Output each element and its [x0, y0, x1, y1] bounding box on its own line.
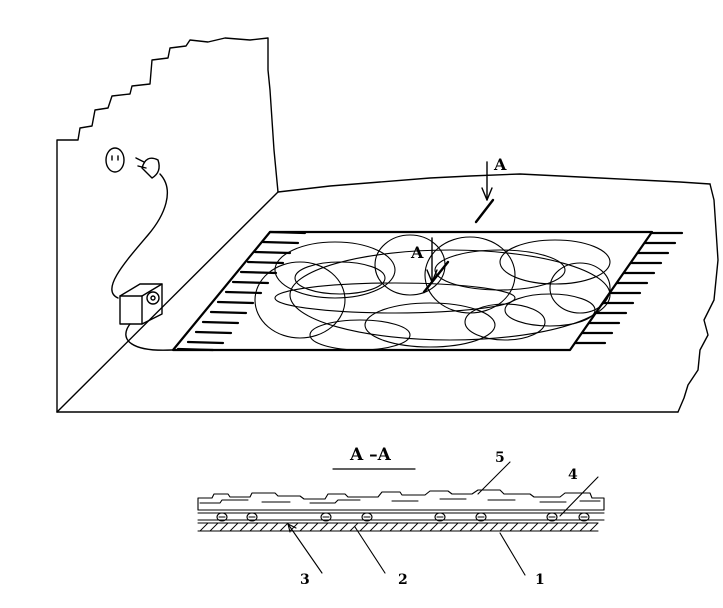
wall-socket: [105, 147, 125, 173]
section-cut-line-floor: [474, 198, 495, 224]
leader-part-5: [477, 461, 511, 495]
leader-part-4: [559, 476, 599, 517]
leader-part-3: [287, 523, 323, 574]
floor-right-edge: [677, 183, 719, 413]
section-marker-upper: A: [494, 155, 507, 174]
section-arrowhead-upper: [481, 187, 493, 201]
heating-cable-cross-sections: [216, 512, 590, 522]
left-wall: [56, 37, 279, 413]
section-arrowhead-lower: [426, 269, 438, 283]
mat-fringe-left: [176, 230, 307, 352]
carpet-layer: [197, 489, 605, 511]
floor-corner-line: [56, 191, 279, 413]
base-layer-hatching: [199, 522, 599, 532]
section-view: [197, 489, 605, 532]
mat-border: [171, 230, 654, 352]
part-label-2: 2: [398, 572, 408, 588]
part-label-5: 5: [495, 450, 505, 466]
part-label-1: 1: [535, 572, 545, 588]
mat-fringe-right: [573, 231, 684, 345]
section-cut-line-mat: [422, 260, 450, 294]
heating-wire-coils: [254, 234, 611, 351]
section-title: A –A: [350, 445, 391, 465]
power-cord: [111, 173, 169, 299]
floor-far-edge: [277, 173, 711, 193]
label-leaders: [287, 461, 599, 576]
leader-part-1: [499, 532, 526, 576]
part-label-3: 3: [300, 572, 310, 588]
controller-box: [119, 283, 163, 325]
room-outline: [56, 37, 719, 413]
part-label-4: 4: [568, 467, 578, 483]
plug: [135, 157, 160, 179]
leader-part-2: [354, 526, 386, 574]
heated-mat: [171, 230, 684, 352]
section-marker-lower: A: [411, 243, 424, 262]
heater-cable: [125, 323, 173, 351]
